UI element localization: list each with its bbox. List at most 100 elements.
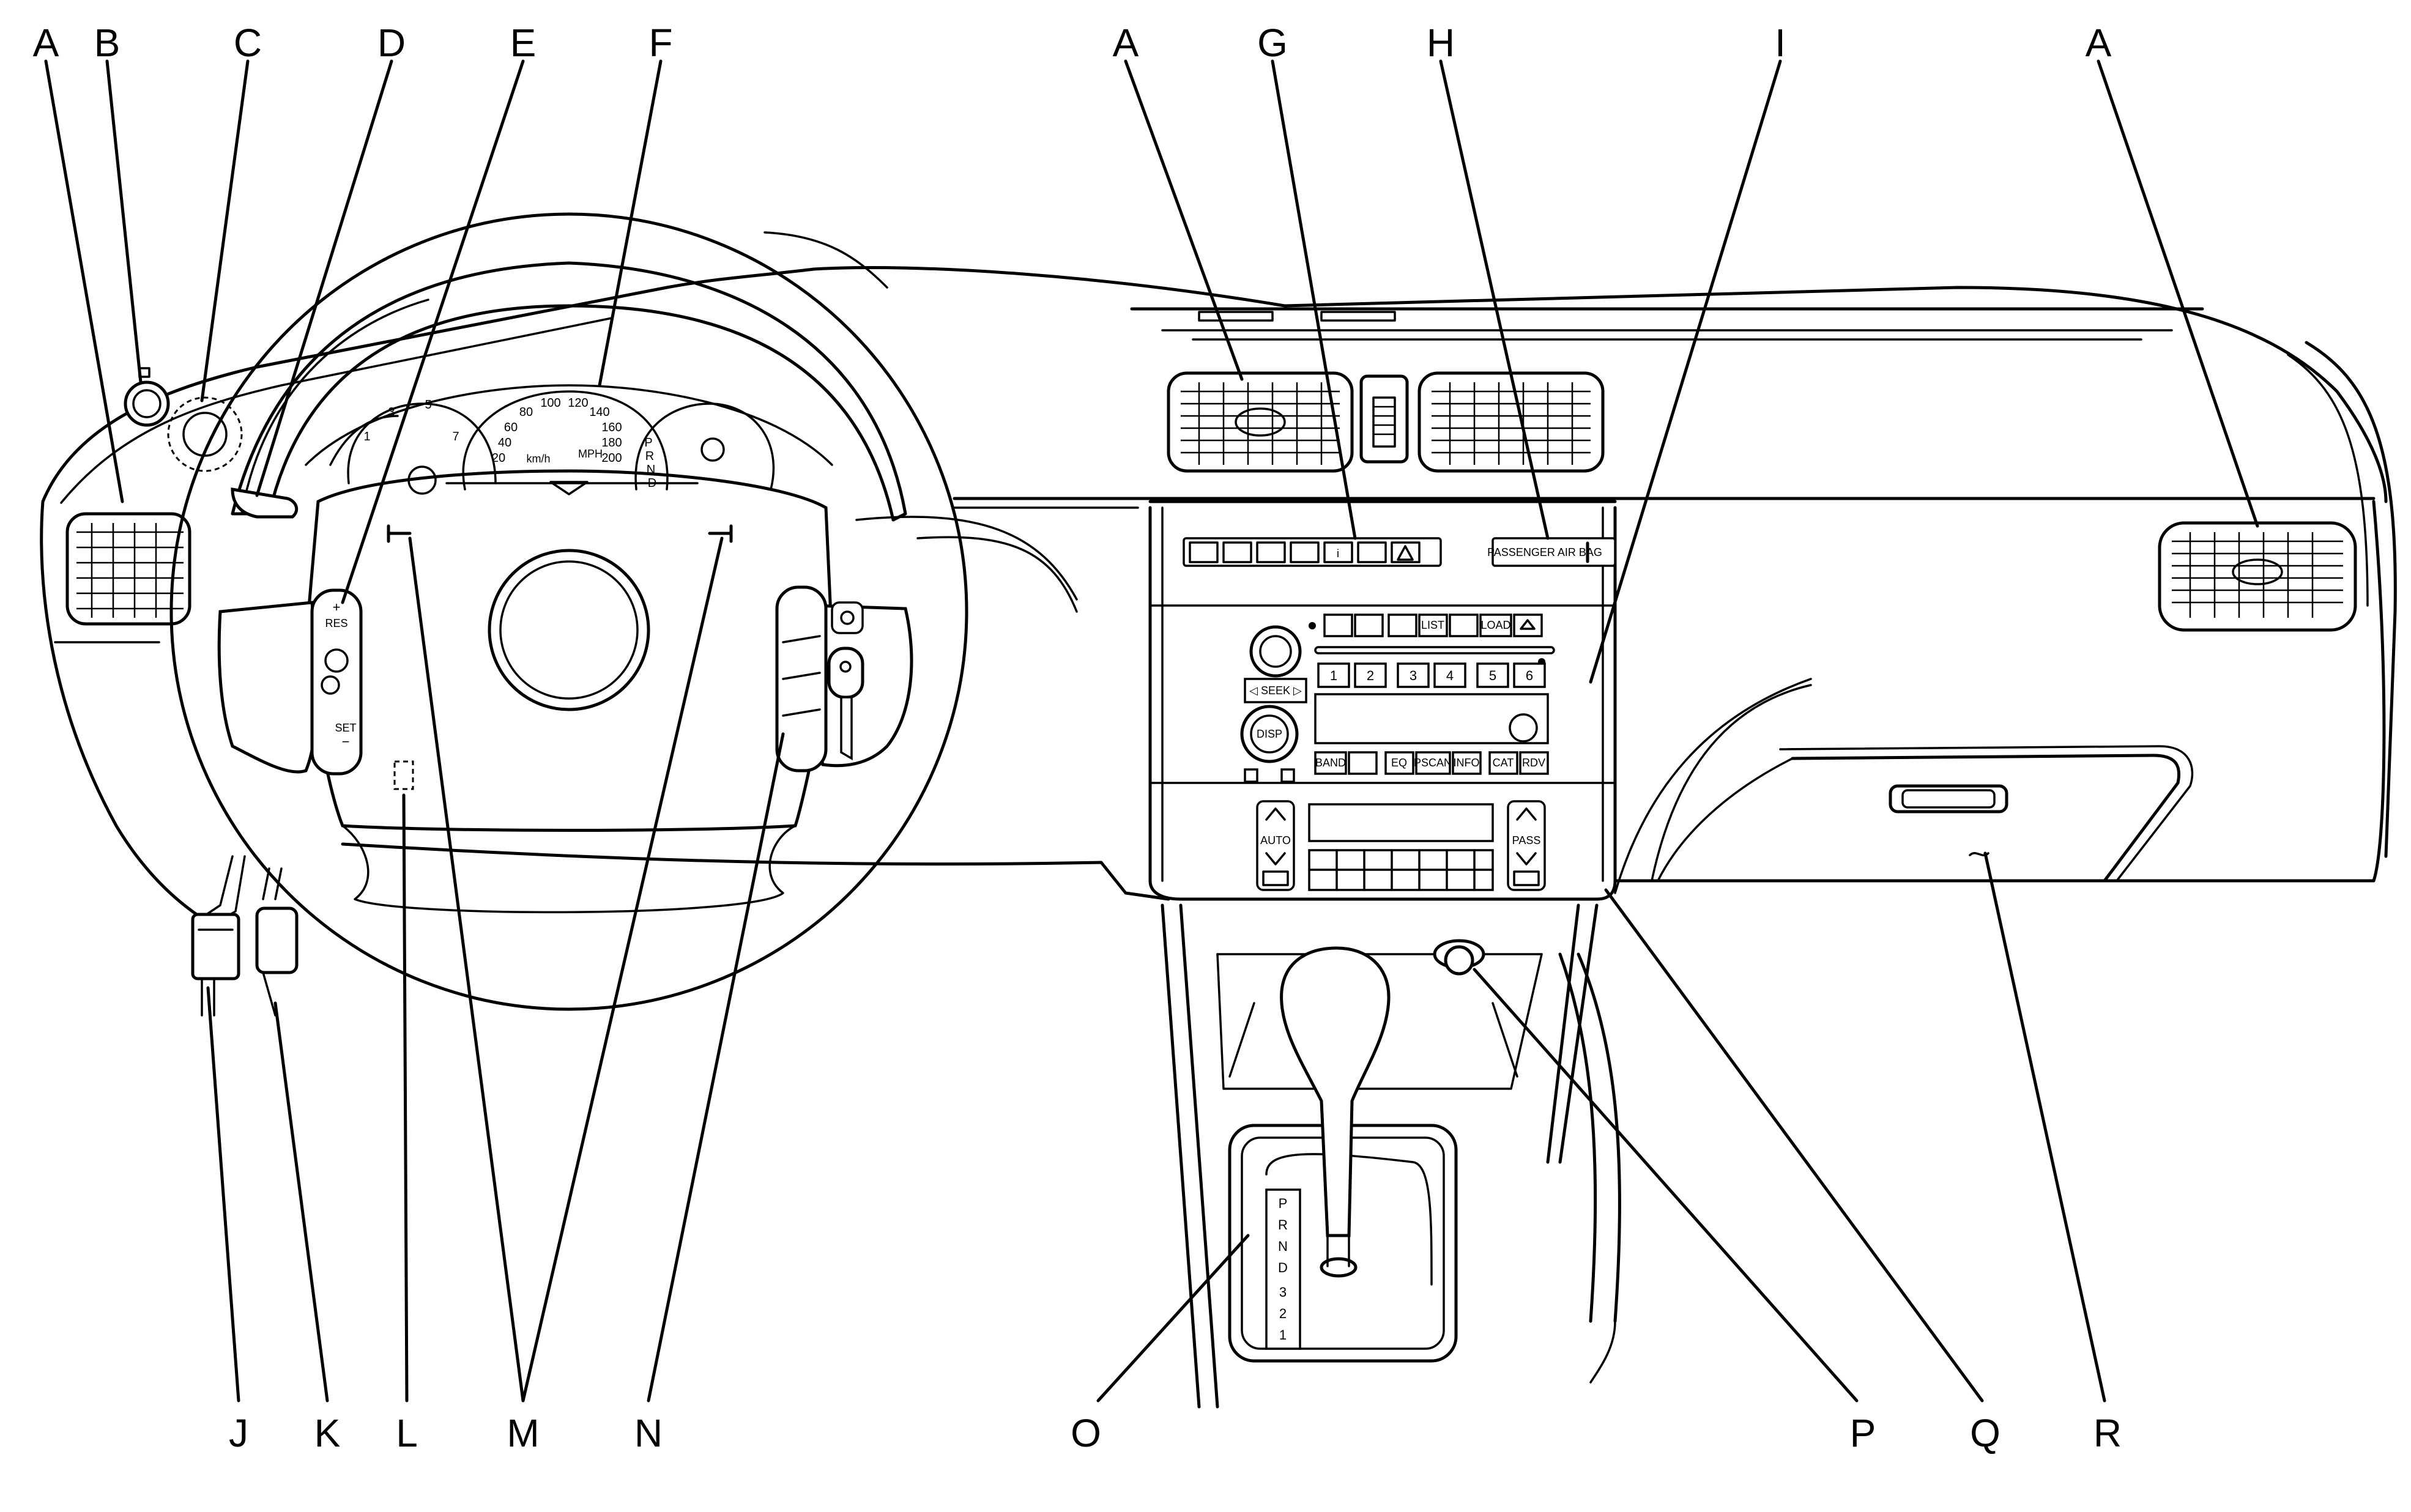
brake-pedal[interactable]: [255, 906, 299, 974]
preset-1[interactable]: [1317, 662, 1350, 688]
horn-icon-right: [708, 524, 733, 543]
center-vent-right: [1417, 371, 1605, 473]
preset-6-label: 6: [1526, 668, 1533, 683]
gear-n: N: [647, 463, 655, 476]
disp-knob[interactable]: [1240, 705, 1299, 763]
callout-p: P: [1850, 1411, 1876, 1455]
gate-3: 3: [1279, 1284, 1287, 1300]
radio-display: [1314, 693, 1549, 744]
cruise-minus-label: −: [342, 734, 350, 749]
glove-box: [1657, 745, 2194, 883]
res-label: RES: [325, 617, 347, 629]
ignition-switch[interactable]: [124, 380, 170, 427]
speed-80: 80: [519, 406, 533, 419]
load-button[interactable]: [1479, 613, 1512, 637]
gear-r: R: [645, 450, 654, 463]
turn-signal-lever[interactable]: [231, 487, 299, 519]
eject-button[interactable]: [1513, 613, 1543, 637]
callout-e: E: [510, 21, 537, 65]
shift-lever[interactable]: [1280, 946, 1391, 1278]
callout-k: K: [314, 1411, 341, 1455]
preset-4[interactable]: [1433, 662, 1466, 688]
load-label: LOAD: [1480, 619, 1510, 631]
radio-power-knob[interactable]: [1249, 625, 1302, 678]
center-stack: [1148, 500, 1617, 901]
climate-control: AUTO PASS: [1256, 800, 1546, 891]
info-button[interactable]: [1452, 751, 1482, 775]
instrument-cluster: 1 3 5 7 20 40 60 80 100 120 140 160 180 …: [305, 384, 833, 495]
tach-1: 1: [363, 430, 370, 443]
pscan-button[interactable]: [1415, 751, 1451, 775]
hazard-icon[interactable]: [1397, 545, 1414, 561]
preset-6[interactable]: [1513, 662, 1546, 688]
rdv-label: RDV: [1522, 757, 1545, 769]
callout-a-left: A: [33, 21, 59, 65]
preset-3[interactable]: [1397, 662, 1430, 688]
hidden-component-marker: [393, 760, 414, 790]
callout-labels: A B C D E F A G H I A J K L M N O P Q R: [33, 21, 2122, 1455]
preset-1-label: 1: [1330, 668, 1337, 683]
speed-160: 160: [601, 421, 622, 434]
auto-label: AUTO: [1260, 834, 1291, 847]
airbag-triangle-icon: [549, 481, 589, 495]
defrost-grille: [1198, 311, 1396, 322]
tach-3: 3: [388, 406, 395, 419]
passenger-temp-rocker[interactable]: [1507, 800, 1546, 891]
preset-2[interactable]: [1354, 662, 1387, 688]
ignition-and-headlamp: [124, 367, 299, 519]
callout-a-center: A: [1113, 21, 1139, 65]
preset-5[interactable]: [1476, 662, 1509, 688]
tach-5: 5: [425, 398, 431, 412]
cruise-plus-label: +: [333, 599, 341, 615]
info-icon[interactable]: i: [1337, 547, 1339, 560]
steering-audio-controls[interactable]: [775, 585, 828, 773]
speed-unit-small: km/h: [526, 453, 550, 465]
horn-icon-left: [387, 524, 412, 543]
band-button[interactable]: [1314, 751, 1347, 775]
rdv-button[interactable]: [1519, 751, 1549, 775]
pedals: [191, 855, 299, 1017]
callout-b: B: [94, 21, 121, 65]
seek-button[interactable]: [1244, 678, 1307, 703]
info-label: INFO: [1454, 757, 1480, 769]
gate-n: N: [1278, 1239, 1288, 1254]
callout-o: O: [1071, 1411, 1101, 1455]
glove-box-handle[interactable]: [1889, 784, 2008, 813]
headlamp-switch[interactable]: [167, 396, 243, 472]
list-button[interactable]: [1418, 613, 1448, 637]
callout-c: C: [234, 21, 262, 65]
console-knob[interactable]: [1433, 939, 1485, 976]
callout-h: H: [1427, 21, 1455, 65]
gear-p: P: [644, 436, 652, 450]
cat-label: CAT: [1493, 757, 1514, 769]
speed-140: 140: [589, 406, 609, 419]
passenger-side-vent: [2158, 521, 2357, 632]
radio-bottom-row: BAND EQ PSCAN INFO CAT RDV: [1314, 751, 1549, 775]
switch-row: i: [1183, 537, 1442, 567]
callout-g: G: [1257, 21, 1288, 65]
dashboard-outline: [40, 231, 2397, 938]
parking-brake-pedal[interactable]: [191, 913, 240, 980]
eq-button[interactable]: [1384, 751, 1414, 775]
callout-j: J: [229, 1411, 248, 1455]
speed-unit: MPH: [578, 448, 603, 460]
callout-f: F: [648, 21, 672, 65]
callout-r: R: [2093, 1411, 2122, 1455]
band-label: BAND: [1315, 757, 1346, 769]
airbag-indicator-label: PASSENGER AIR BAG: [1487, 546, 1602, 558]
disp-label: DISP: [1257, 728, 1282, 740]
cat-button[interactable]: [1488, 751, 1518, 775]
seek-label: ◁ SEEK ▷: [1249, 684, 1302, 697]
cruise-control-switches[interactable]: + RES SET −: [310, 588, 363, 776]
callout-d: D: [377, 21, 406, 65]
driver-side-vent: [65, 512, 191, 626]
preset-5-label: 5: [1489, 668, 1496, 683]
driver-temp-rocker[interactable]: [1256, 800, 1295, 891]
tach-7: 7: [452, 430, 459, 443]
gate-r: R: [1278, 1217, 1288, 1232]
callout-q: Q: [1970, 1411, 2000, 1455]
tune-knob[interactable]: [1509, 713, 1538, 743]
gate-1: 1: [1279, 1327, 1287, 1343]
gate-2: 2: [1279, 1306, 1287, 1321]
callout-leaders: [44, 59, 2259, 1403]
